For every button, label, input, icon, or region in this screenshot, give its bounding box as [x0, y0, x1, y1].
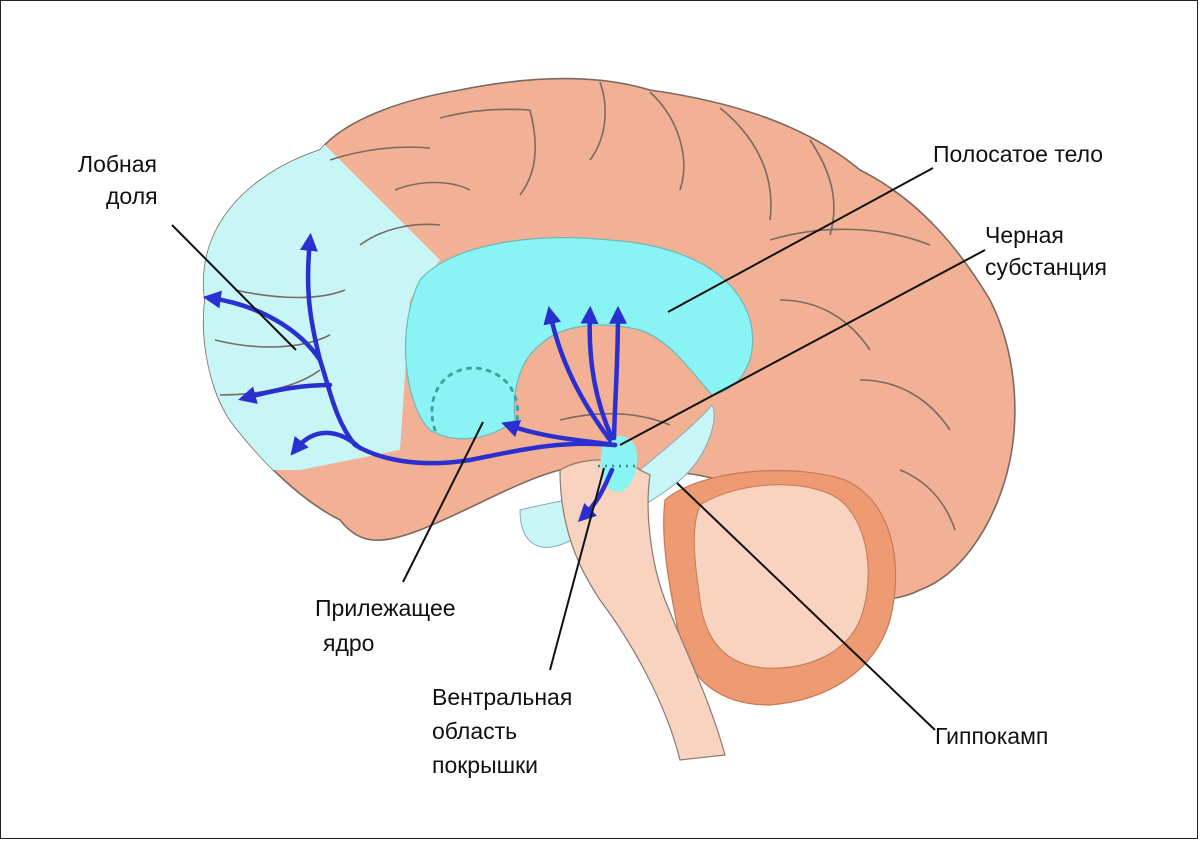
label-striatum: Полосатое тело	[933, 141, 1103, 167]
label-vta: Вентральная область покрышки	[432, 684, 579, 778]
label-frontal-lobe: Лобная доля	[78, 151, 163, 209]
cerebellum-inner	[693, 484, 869, 669]
label-hippocampus: Гиппокамп	[935, 723, 1048, 749]
nucleus-accumbens-outline	[430, 366, 520, 432]
striatum	[404, 237, 754, 440]
dopamine-pathways	[202, 232, 627, 523]
label-nucleus-accumbens: Прилежащее ядро	[315, 595, 462, 656]
label-substantia-nigra: Черная субстанция	[985, 222, 1107, 280]
leader-lines	[171, 167, 986, 731]
cortex	[202, 77, 1016, 601]
sulci	[214, 81, 956, 531]
frontal-lobe-region	[203, 140, 440, 470]
brainstem	[559, 459, 726, 761]
